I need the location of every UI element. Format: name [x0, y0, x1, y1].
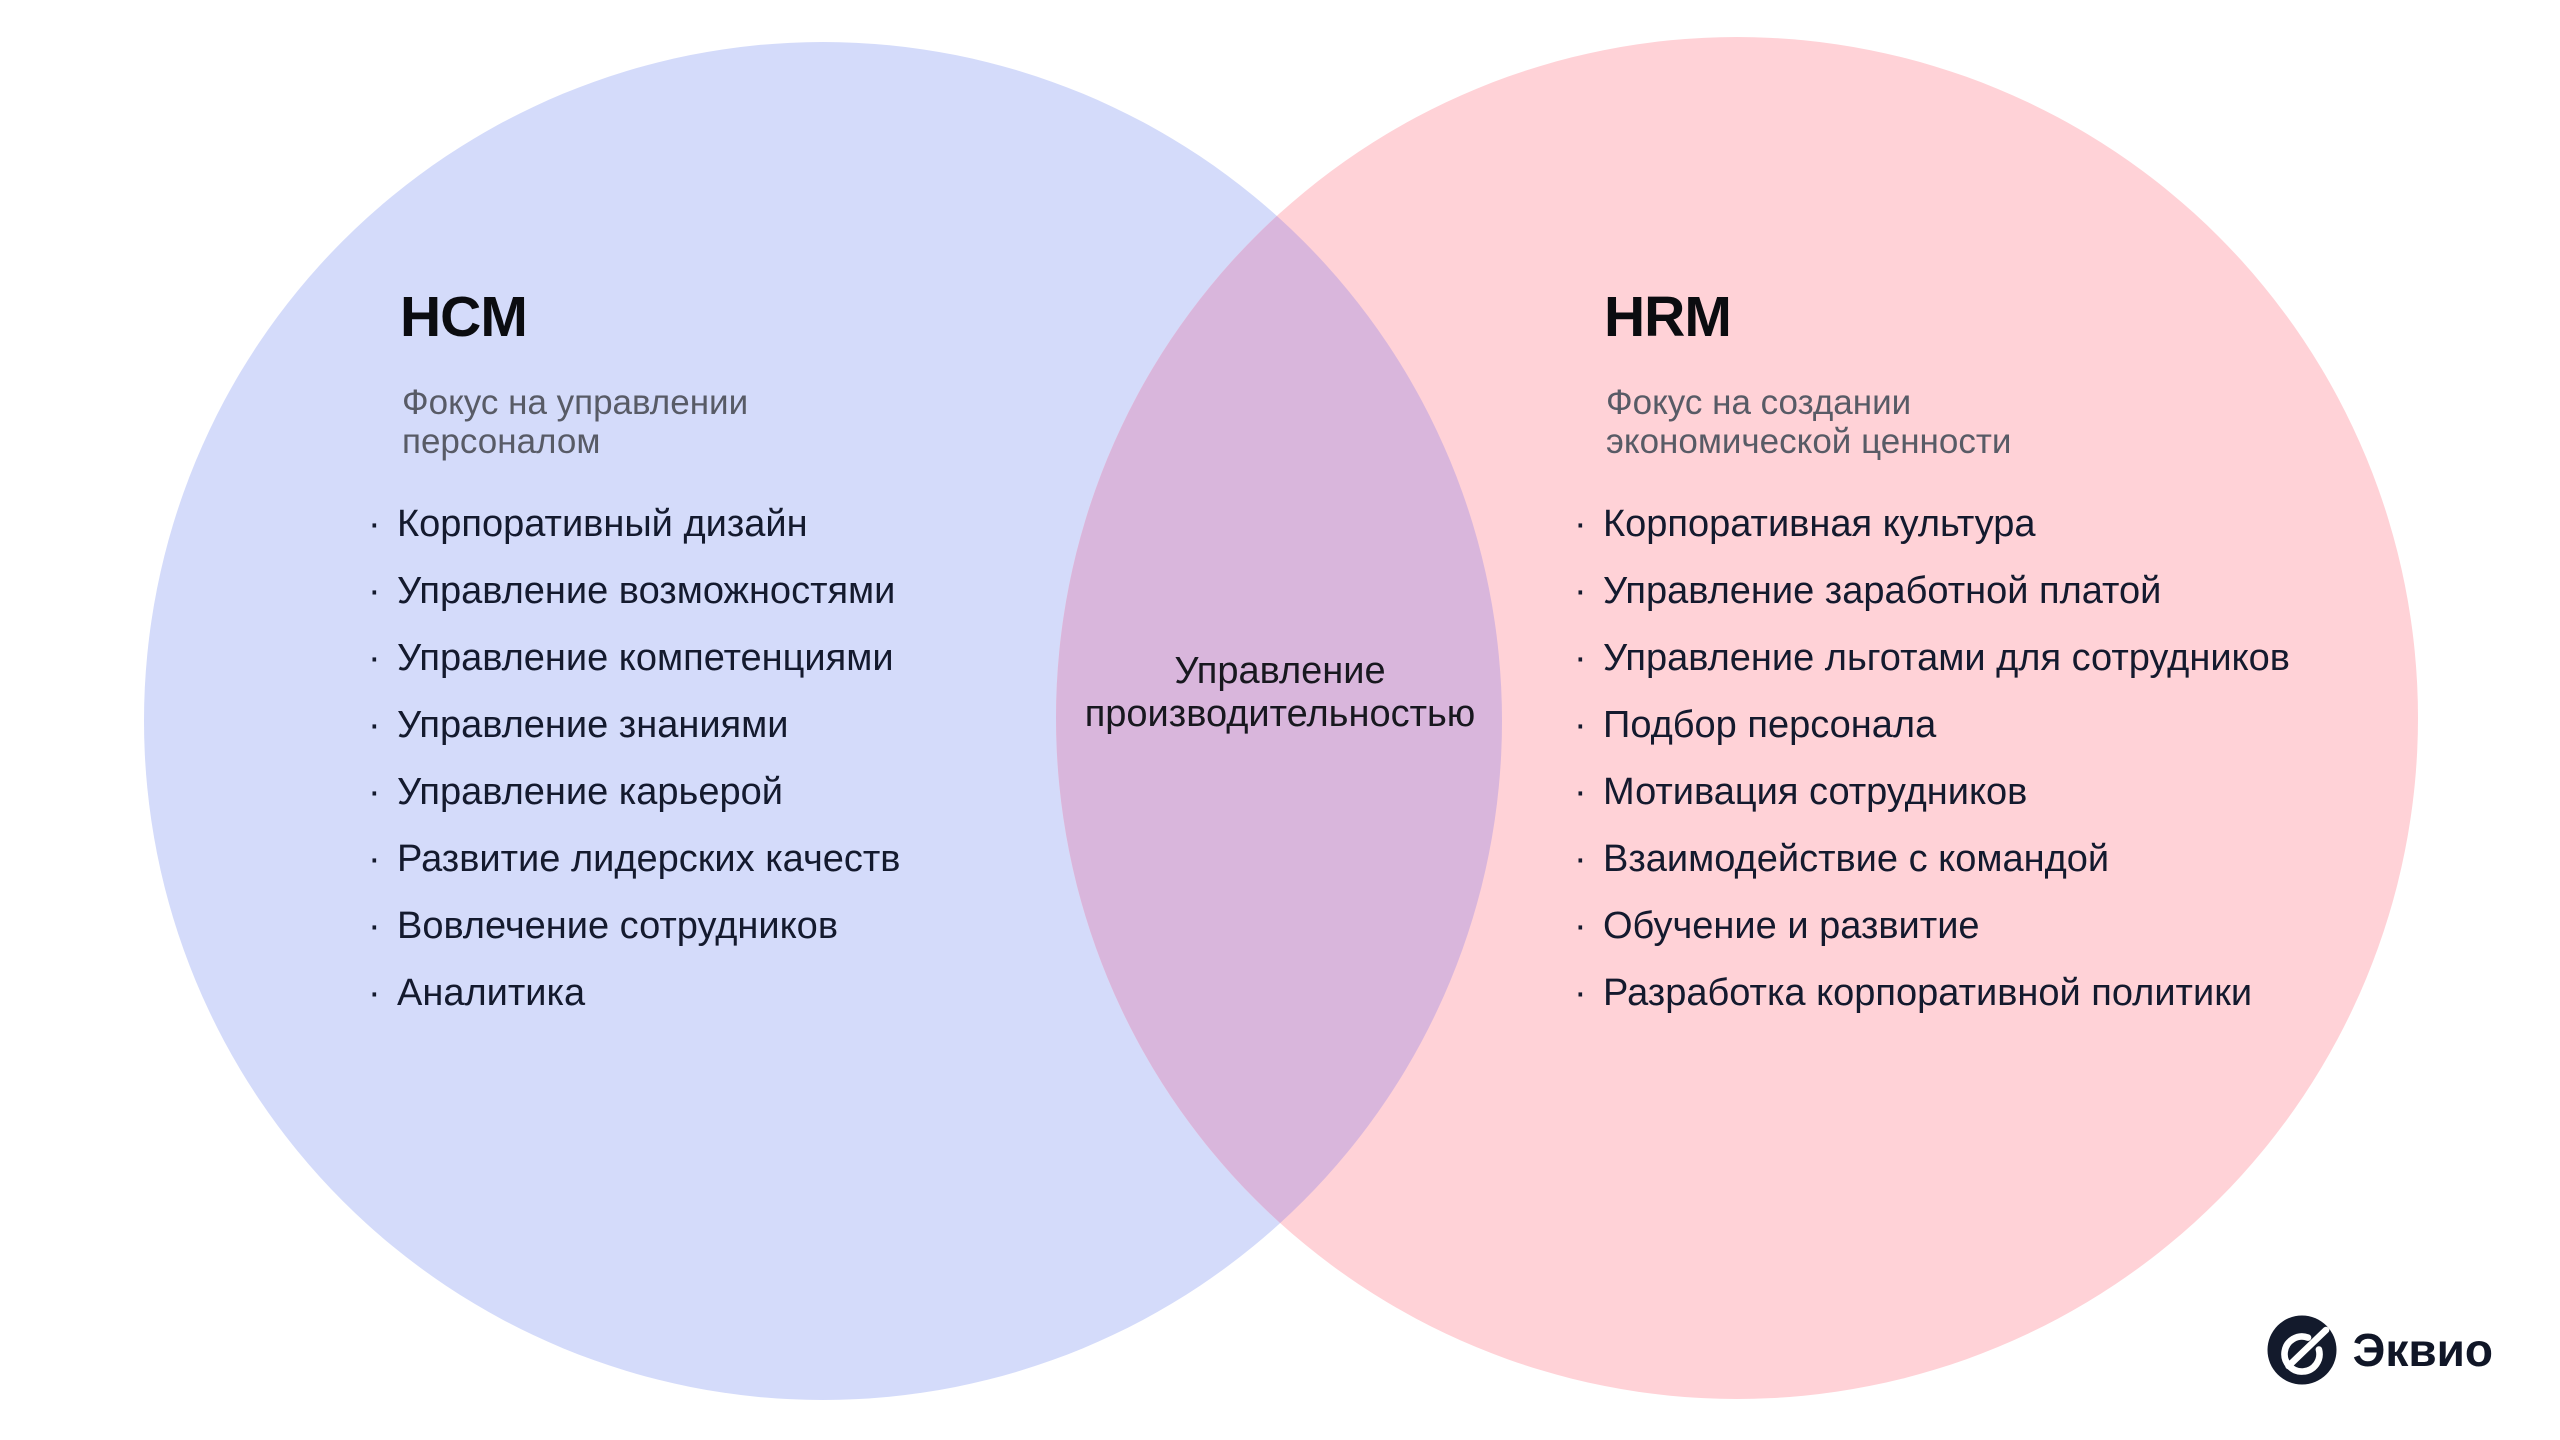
overlap-label-line2: производительностью — [1084, 693, 1476, 735]
list-item-label: Управление льготами для сотрудников — [1603, 637, 2290, 679]
list-item: · Управление льготами для сотрудников — [1574, 625, 2290, 692]
bullet-icon: · — [1574, 637, 1587, 679]
list-item: · Управление заработной платой — [1574, 558, 2290, 625]
list-item-label: Управление карьерой — [397, 771, 783, 813]
overlap-lens — [1056, 42, 1502, 1399]
bullet-icon: · — [368, 503, 381, 545]
hcm-title: HCM — [400, 285, 528, 349]
hrm-subtitle-line2: экономической ценности — [1606, 422, 2012, 461]
hrm-subtitle: Фокус на создании экономической ценности — [1606, 383, 2011, 461]
list-item: · Управление возможностями — [368, 558, 900, 625]
overlap-label: Управление производительностью — [1085, 650, 1476, 736]
hcm-list: · Корпоративный дизайн · Управление возмож… — [368, 491, 900, 1027]
equio-logo: Эквио — [2267, 1315, 2493, 1385]
list-item: · Управление карьерой — [368, 759, 900, 826]
bullet-icon: · — [1574, 972, 1587, 1014]
bullet-icon: · — [1574, 704, 1587, 746]
bullet-icon: · — [368, 838, 381, 880]
list-item: · Вовлечение сотрудников — [368, 893, 900, 960]
list-item: · Корпоративный дизайн — [368, 491, 900, 558]
bullet-icon: · — [368, 771, 381, 813]
list-item-label: Корпоративный дизайн — [397, 503, 808, 545]
list-item-label: Обучение и развитие — [1603, 905, 1980, 947]
equio-logo-icon — [2267, 1315, 2337, 1385]
list-item: · Управление компетенциями — [368, 625, 900, 692]
overlap-label-line1: Управление — [1174, 650, 1386, 692]
hcm-subtitle-line1: Фокус на управлении — [402, 383, 749, 422]
bullet-icon: · — [1574, 771, 1587, 813]
list-item: · Разработка корпоративной политики — [1574, 960, 2290, 1027]
list-item: · Мотивация сотрудников — [1574, 759, 2290, 826]
list-item: · Подбор персонала — [1574, 692, 2290, 759]
bullet-icon: · — [368, 972, 381, 1014]
list-item: · Управление знаниями — [368, 692, 900, 759]
bullet-icon: · — [1574, 905, 1587, 947]
bullet-icon: · — [1574, 503, 1587, 545]
list-item: · Обучение и развитие — [1574, 893, 2290, 960]
list-item-label: Вовлечение сотрудников — [397, 905, 839, 947]
list-item-label: Разработка корпоративной политики — [1603, 972, 2253, 1014]
bullet-icon: · — [368, 704, 381, 746]
list-item-label: Взаимодействие с командой — [1603, 838, 2110, 880]
list-item: · Развитие лидерских качеств — [368, 826, 900, 893]
list-item-label: Аналитика — [397, 972, 586, 1014]
list-item-label: Корпоративная культура — [1603, 503, 2036, 545]
bullet-icon: · — [1574, 570, 1587, 612]
list-item-label: Управление компетенциями — [397, 637, 894, 679]
list-item-label: Управление знаниями — [397, 704, 789, 746]
equio-logo-text: Эквио — [2352, 1324, 2493, 1376]
list-item-label: Управление заработной платой — [1603, 570, 2162, 612]
list-item: · Взаимодействие с командой — [1574, 826, 2290, 893]
list-item: · Корпоративная культура — [1574, 491, 2290, 558]
bullet-icon: · — [368, 570, 381, 612]
list-item-label: Управление возможностями — [397, 570, 896, 612]
hcm-subtitle: Фокус на управлении персоналом — [402, 383, 748, 461]
hcm-subtitle-line2: персоналом — [402, 422, 601, 461]
list-item-label: Подбор персонала — [1603, 704, 1937, 746]
hrm-title: HRM — [1604, 285, 1732, 349]
hrm-list: · Корпоративная культура · Управление зара… — [1574, 491, 2290, 1027]
list-item: · Аналитика — [368, 960, 900, 1027]
bullet-icon: · — [368, 905, 381, 947]
bullet-icon: · — [368, 637, 381, 679]
bullet-icon: · — [1574, 838, 1587, 880]
hrm-subtitle-line1: Фокус на создании — [1606, 383, 1912, 422]
list-item-label: Развитие лидерских качеств — [397, 838, 901, 880]
list-item-label: Мотивация сотрудников — [1603, 771, 2028, 813]
